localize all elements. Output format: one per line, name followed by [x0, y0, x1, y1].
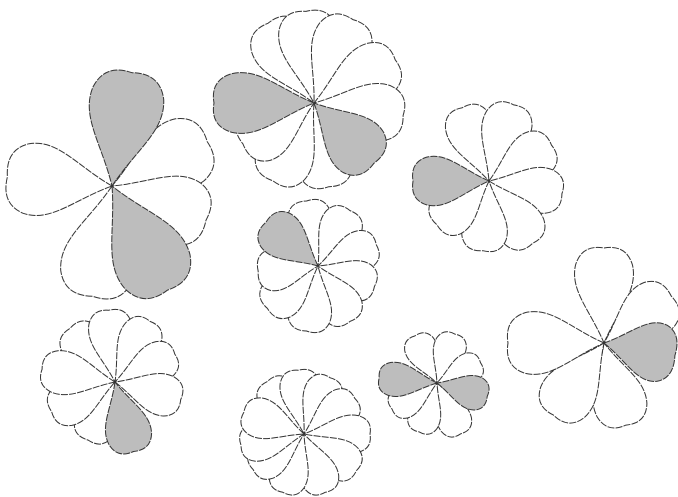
- flower-small-right: [378, 332, 489, 437]
- flower-large-left: [6, 70, 214, 299]
- flower-center: [257, 199, 379, 332]
- petal: [6, 143, 112, 215]
- flower-bottom-left: [41, 309, 183, 454]
- flower-right-lower: [507, 247, 678, 428]
- flower-right-upper: [413, 102, 564, 252]
- flower-top-center: [213, 10, 404, 189]
- flower-bottom-center: [240, 369, 371, 495]
